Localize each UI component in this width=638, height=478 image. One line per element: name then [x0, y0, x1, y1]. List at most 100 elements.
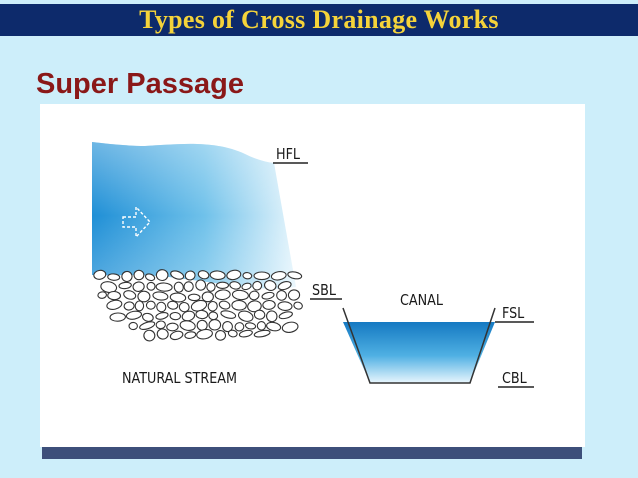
pebble — [241, 282, 252, 291]
pebble — [281, 321, 299, 333]
fsl-label: FSL — [502, 305, 525, 322]
pebble — [137, 290, 151, 303]
pebble — [227, 329, 238, 338]
pebble — [170, 270, 185, 280]
pebble — [125, 310, 143, 320]
pebble — [218, 300, 231, 310]
pebble — [262, 299, 276, 310]
pebble — [242, 272, 253, 280]
pebble — [263, 280, 277, 291]
pebble — [169, 330, 184, 341]
pebble — [195, 279, 207, 291]
pebble — [253, 271, 271, 281]
pebble — [173, 281, 184, 293]
pebble — [231, 289, 249, 301]
pebble — [197, 270, 210, 280]
pebble — [253, 309, 266, 320]
pebble — [156, 328, 169, 340]
pebble — [179, 320, 196, 331]
pebble — [287, 289, 301, 301]
stream-bed-pebbles — [93, 269, 303, 342]
cbl-label: CBL — [502, 370, 527, 387]
pebble — [276, 290, 288, 301]
pebble — [156, 301, 167, 313]
canal-label: CANAL — [400, 292, 443, 309]
title-bar: Types of Cross Drainage Works — [0, 4, 638, 36]
pebble — [109, 312, 126, 322]
pebble — [293, 301, 303, 310]
pebble — [97, 291, 108, 299]
pebble — [187, 293, 201, 302]
pebble — [208, 311, 219, 321]
pebble — [166, 322, 179, 332]
pebble — [195, 309, 209, 320]
pebble — [234, 322, 245, 332]
pebble — [107, 290, 122, 301]
pebble — [123, 290, 137, 300]
pebble — [206, 282, 216, 292]
pebble — [167, 300, 179, 310]
pebble — [93, 269, 107, 280]
pebble — [220, 310, 237, 319]
slide-title: Types of Cross Drainage Works — [139, 5, 499, 34]
pebble — [143, 329, 156, 342]
pebble — [142, 312, 154, 322]
pebble — [106, 299, 123, 310]
pebble — [133, 269, 145, 281]
pebble — [287, 271, 303, 280]
slide-subtitle: Super Passage — [36, 68, 244, 100]
sbl-label: SBL — [312, 282, 336, 299]
super-passage-diagram: HFL SBL CANAL FSL CBL NATURAL STREAM — [92, 142, 534, 388]
pebble — [139, 321, 156, 330]
pebble — [237, 310, 254, 322]
pebble — [118, 281, 132, 290]
pebble — [184, 270, 196, 281]
pebble — [121, 270, 133, 283]
pebble — [231, 299, 247, 311]
pebble — [238, 329, 253, 338]
pebble — [261, 291, 275, 300]
pebble — [107, 273, 121, 281]
pebble — [201, 291, 214, 303]
pebble — [277, 301, 293, 311]
hfl-label: HFL — [276, 146, 300, 163]
pebble — [196, 328, 213, 340]
canal-section — [342, 307, 496, 384]
stream-water-sheen — [92, 142, 296, 289]
pebble — [209, 270, 226, 280]
pebble — [184, 331, 197, 339]
pebble — [248, 290, 260, 301]
pebble — [134, 300, 145, 312]
diagram-frame: HFL SBL CANAL FSL CBL NATURAL STREAM — [40, 104, 585, 447]
pebble — [208, 319, 222, 331]
pebble — [155, 320, 166, 330]
pebble — [226, 269, 242, 281]
natural-stream-label: NATURAL STREAM — [122, 370, 237, 387]
pebble — [207, 300, 218, 312]
pebble — [132, 281, 145, 292]
pebble — [181, 310, 196, 322]
pebble — [214, 330, 227, 341]
pebble — [183, 281, 194, 292]
pebble — [145, 300, 156, 310]
pebble — [229, 281, 242, 290]
pebble — [152, 291, 169, 301]
pebble — [266, 321, 282, 332]
pebble — [169, 292, 187, 303]
pebble — [253, 329, 271, 338]
pebble — [277, 281, 292, 291]
pebble — [244, 322, 257, 330]
pebble — [256, 321, 267, 331]
pebble — [146, 281, 156, 291]
pebble — [155, 282, 173, 292]
pebble — [155, 311, 169, 320]
pebble — [178, 301, 190, 313]
pebble — [144, 273, 156, 282]
pebble — [123, 301, 135, 311]
pebble — [155, 269, 169, 282]
pebble — [266, 310, 278, 323]
pebble — [215, 281, 230, 289]
canal-water — [343, 322, 495, 383]
pebble — [214, 289, 231, 301]
pebble — [278, 311, 293, 320]
